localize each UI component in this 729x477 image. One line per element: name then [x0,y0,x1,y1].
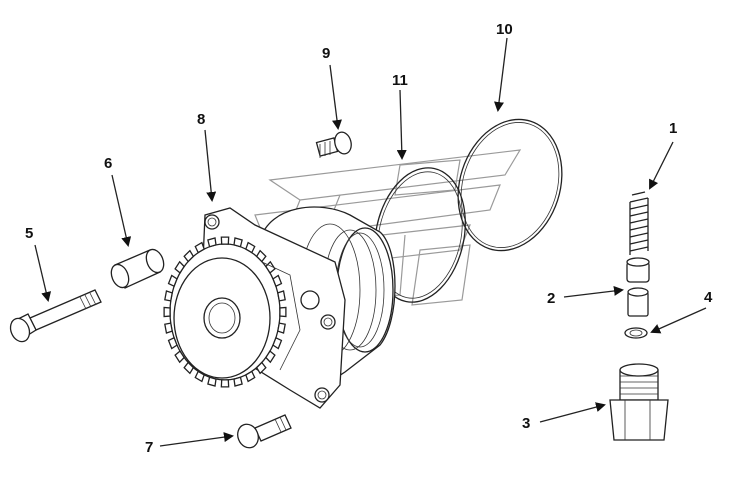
callout-3: 3 [522,415,530,432]
relief-valve-stack [609,191,669,441]
gear-tooth [220,236,230,245]
callout-11: 11 [392,72,408,89]
callout-5: 5 [25,225,33,242]
gear-tooth [174,350,185,364]
flange-bolt-short [237,414,292,449]
callout-4: 4 [704,289,713,306]
gear-tooth [183,361,195,375]
flange-bolt-long [9,289,102,343]
gear-tooth [164,290,173,302]
drive-gear [163,236,301,388]
gear-tooth [245,241,256,254]
gear-tooth [272,336,283,350]
gear-tooth [183,249,195,263]
gear-tooth [265,350,276,364]
o-ring-large [457,118,563,252]
gear-tooth [167,336,178,350]
gear-tooth [167,274,178,288]
callout-9: 9 [322,45,330,62]
o-ring-small [374,167,466,303]
pump-assembly [163,206,396,409]
gear-tooth [174,260,185,274]
gear-tooth [272,274,283,288]
gear-tooth [207,376,217,387]
gear-tooth [245,370,256,383]
callout-2: 2 [547,290,555,307]
gear-tooth [255,361,267,375]
gear-tooth [233,376,243,387]
gear-tooth [207,237,217,248]
gear-tooth [255,249,267,263]
cap-screw-small [315,131,352,158]
callout-6: 6 [104,155,112,172]
callout-7: 7 [145,439,153,456]
gear-tooth [220,379,230,388]
gear-tooth [163,306,171,318]
gear-tooth [194,241,205,254]
callout-8: 8 [197,111,205,128]
callout-labels: 1 2 3 4 5 6 7 8 9 10 11 [25,21,713,456]
gear-tooth [164,322,173,334]
gear-tooth [194,370,205,383]
spring [629,191,649,255]
spacer-sleeve [110,248,165,289]
gear-tooth [277,322,286,334]
callout-10: 10 [496,21,513,38]
gear-tooth [233,237,243,248]
callout-1: 1 [669,120,677,137]
leader-lines [34,37,707,447]
gear-tooth [279,306,287,318]
gear-tooth [277,290,286,302]
